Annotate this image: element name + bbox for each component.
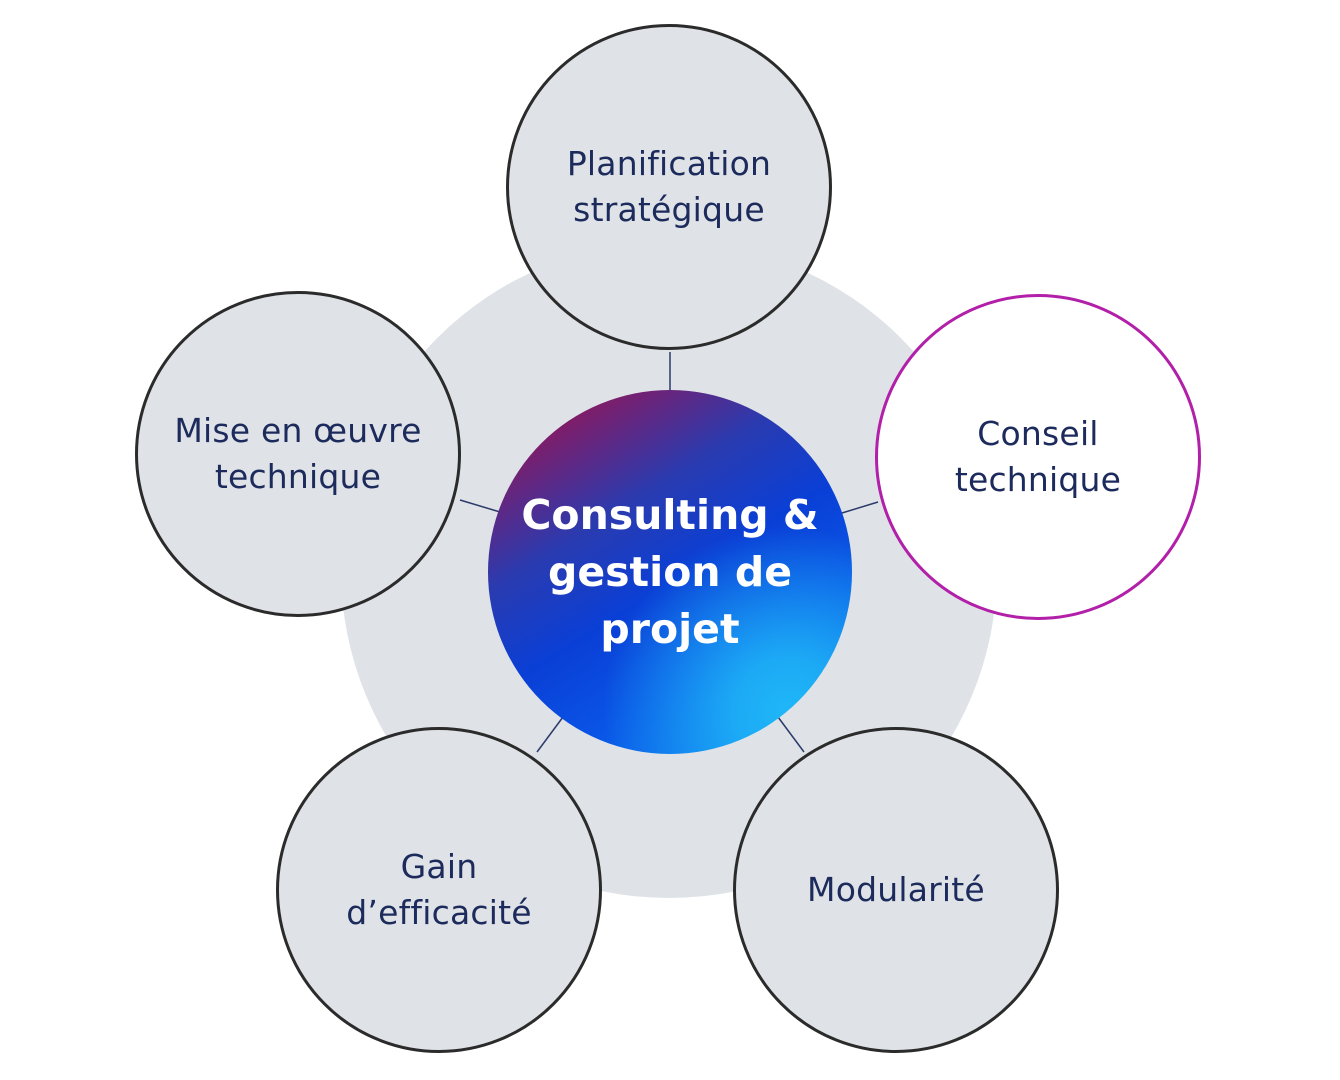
node-mise-en-oeuvre: Mise en œuvre technique bbox=[135, 291, 461, 617]
node-mise-en-oeuvre-label: Mise en œuvre technique bbox=[174, 411, 422, 496]
node-gain-efficacite: Gain d’efficacité bbox=[276, 727, 602, 1053]
node-planification-label: Planification stratégique bbox=[566, 144, 772, 229]
node-conseil-technique-label: Conseil technique bbox=[954, 414, 1122, 499]
connector-left bbox=[459, 499, 501, 513]
connector-right bbox=[841, 501, 879, 514]
node-conseil-technique: Conseil technique bbox=[875, 294, 1201, 620]
node-gain-efficacite-label: Gain d’efficacité bbox=[346, 847, 532, 932]
center-hub: Consulting & gestion de projet bbox=[488, 390, 852, 754]
connector-bottom-right bbox=[777, 716, 805, 753]
node-planification: Planification stratégique bbox=[506, 24, 832, 350]
node-modularite-label: Modularité bbox=[807, 870, 985, 909]
center-hub-label: Consulting & gestion de projet bbox=[521, 490, 819, 653]
node-modularite: Modularité bbox=[733, 727, 1059, 1053]
connector-bottom-left bbox=[536, 716, 564, 753]
